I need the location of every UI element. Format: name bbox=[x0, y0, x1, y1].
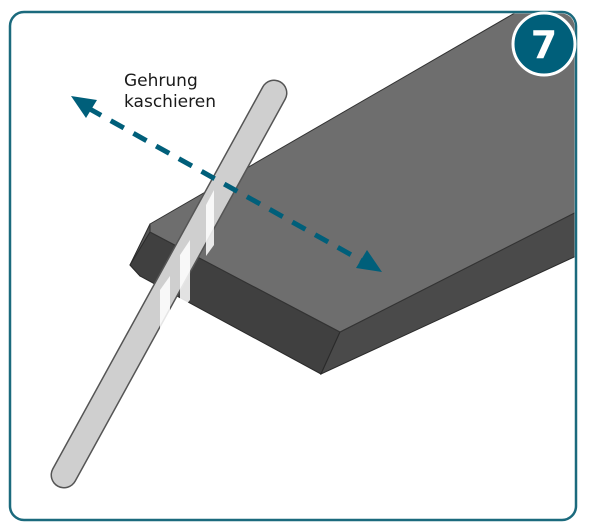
tape-highlight-band bbox=[180, 240, 190, 312]
arrowhead-up-left bbox=[71, 96, 97, 118]
board-top-face bbox=[149, 13, 575, 333]
annotation-line-2: kaschieren bbox=[124, 92, 216, 112]
tape-strip bbox=[50, 79, 288, 489]
board-mitre-edge bbox=[319, 199, 575, 376]
step-badge: 7 bbox=[511, 11, 577, 77]
tape-highlight-band bbox=[160, 276, 170, 360]
step-number: 7 bbox=[531, 23, 557, 67]
annotation-line-1: Gehrung bbox=[124, 71, 198, 91]
direction-arrow bbox=[71, 96, 382, 272]
step-badge-circle bbox=[511, 11, 577, 77]
arrowhead-down-right bbox=[356, 250, 382, 272]
tape-highlight-band bbox=[206, 190, 214, 256]
direction-arrow-shaft bbox=[86, 105, 366, 265]
